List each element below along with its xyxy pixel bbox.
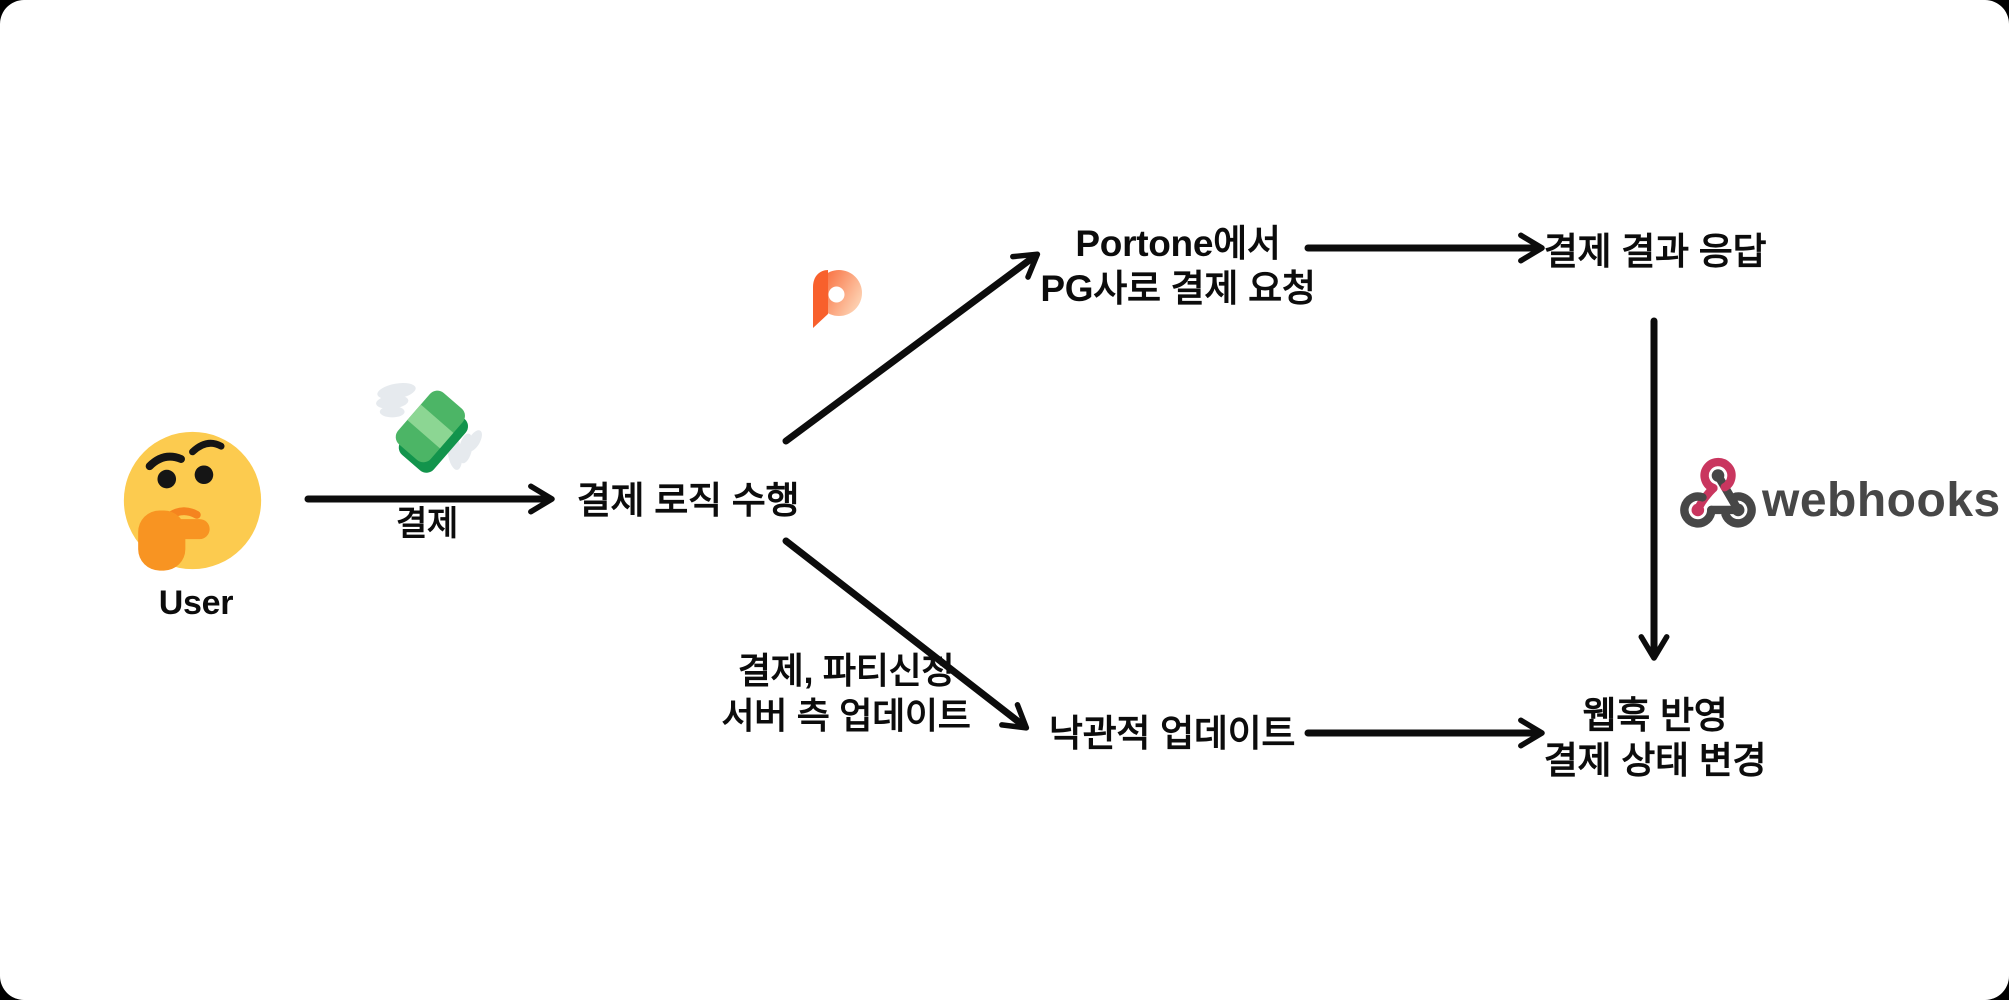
payment-result-node: 결제 결과 응답 — [1543, 231, 1767, 272]
webhook-apply-line1: 웹훅 반영 — [1582, 695, 1728, 736]
webhooks-logo-text: webhooks — [1762, 474, 2001, 527]
user-label: User — [158, 584, 234, 622]
arrow-payment-logic-to-optimistic-update — [782, 537, 1030, 731]
thinking-face-emoji — [123, 431, 262, 571]
server-update-edge-label: 결제, 파티신청 서버 측 업데이트 — [721, 648, 970, 738]
portone-request-node: Portone에서 PG사로 결제 요청 — [1040, 221, 1316, 311]
arrow-payment-logic-to-portone-request — [782, 251, 1041, 445]
portone-request-line1: Portone에서 — [1075, 223, 1281, 264]
portone-request-line2: PG사로 결제 요청 — [1040, 268, 1316, 309]
payment-logic-node: 결제 로직 수행 — [576, 480, 800, 521]
portone-logo-icon — [813, 270, 862, 328]
money-with-wings-emoji — [376, 383, 482, 473]
webhook-apply-line2: 결제 상태 변경 — [1543, 740, 1767, 781]
server-update-line1: 결제, 파티신청 — [737, 650, 955, 691]
server-update-line2: 서버 측 업데이트 — [721, 695, 971, 736]
payment-edge-label: 결제 — [396, 505, 458, 543]
optimistic-update-node: 낙관적 업데이트 — [1048, 713, 1296, 754]
webhook-apply-node: 웹훅 반영 결제 상태 변경 — [1543, 693, 1767, 783]
webhooks-logo-icon — [1680, 457, 1756, 528]
